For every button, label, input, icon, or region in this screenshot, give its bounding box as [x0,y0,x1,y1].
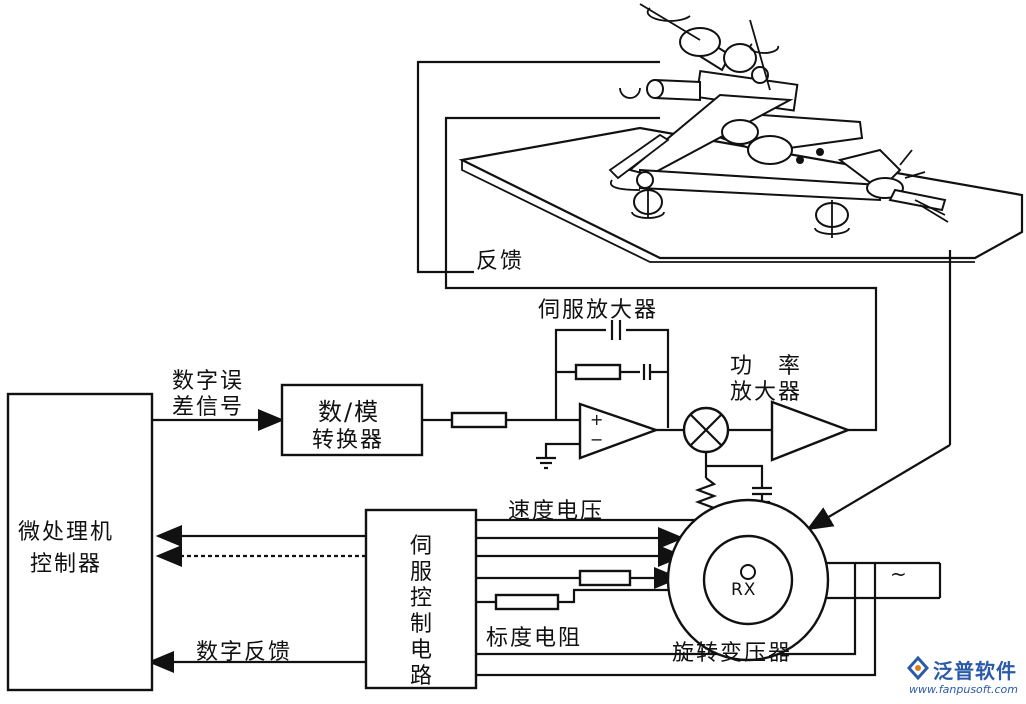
dac-block [280,383,424,457]
microprocessor-controller-block [6,392,154,692]
dac-label-line1: 数/模 [318,398,381,426]
calibration-resistor [494,593,560,611]
servo-control-circuit-label: 伺 服 控 制 电 路 [406,534,436,690]
robot-arm-illustration [458,3,1024,263]
opamp-plus-label: + [590,410,606,429]
opamp-minus-label: − [590,430,606,449]
dac-label-line2: 转换器 [312,428,385,453]
servo-control-char: 路 [409,664,432,689]
power-amplifier-label-line2: 放大器 [730,380,803,405]
rx-label: RX [731,580,757,600]
brand-logo-icon [906,655,930,681]
brand-watermark: 泛普软件 www.fanpusoft.com [905,655,1020,700]
brand-name: 泛普软件 [933,659,1017,683]
servo-control-char: 制 [409,612,432,637]
microprocessor-label-line2: 控制器 [30,552,103,577]
resolver-resistor [578,569,632,587]
servo-control-char: 服 [409,560,432,585]
feedback-label: 反馈 [476,249,525,274]
wiring [147,60,952,677]
servo-control-circuit-block [364,508,478,690]
power-amplifier [770,400,852,462]
servo-control-char: 控 [409,586,432,611]
servo-control-char: 电 [409,638,432,663]
calibration-resistor-label: 标度电阻 [486,626,583,651]
input-resistor [450,411,508,429]
resolver-label: 旋转变压器 [672,641,793,666]
digital-error-signal-label-line1: 数字误 [172,369,245,394]
brand-url: www.fanpusoft.com [909,683,1018,696]
digital-feedback-label: 数字反馈 [196,640,293,665]
speed-voltage-label: 速度电压 [508,499,605,524]
servo-control-char: 伺 [409,534,432,559]
resolver [666,498,830,662]
summing-junction [682,406,730,454]
servo-amplifier-label: 伺服放大器 [538,298,659,323]
microprocessor-label-line1: 微处理机 [18,520,115,545]
digital-error-signal-label-line2: 差信号 [172,395,245,420]
ac-symbol: ~ [890,562,909,586]
feedback-resistor [574,363,622,381]
power-amplifier-label-line1: 功 率 [730,354,803,379]
servo-amplifier-opamp [578,402,660,460]
